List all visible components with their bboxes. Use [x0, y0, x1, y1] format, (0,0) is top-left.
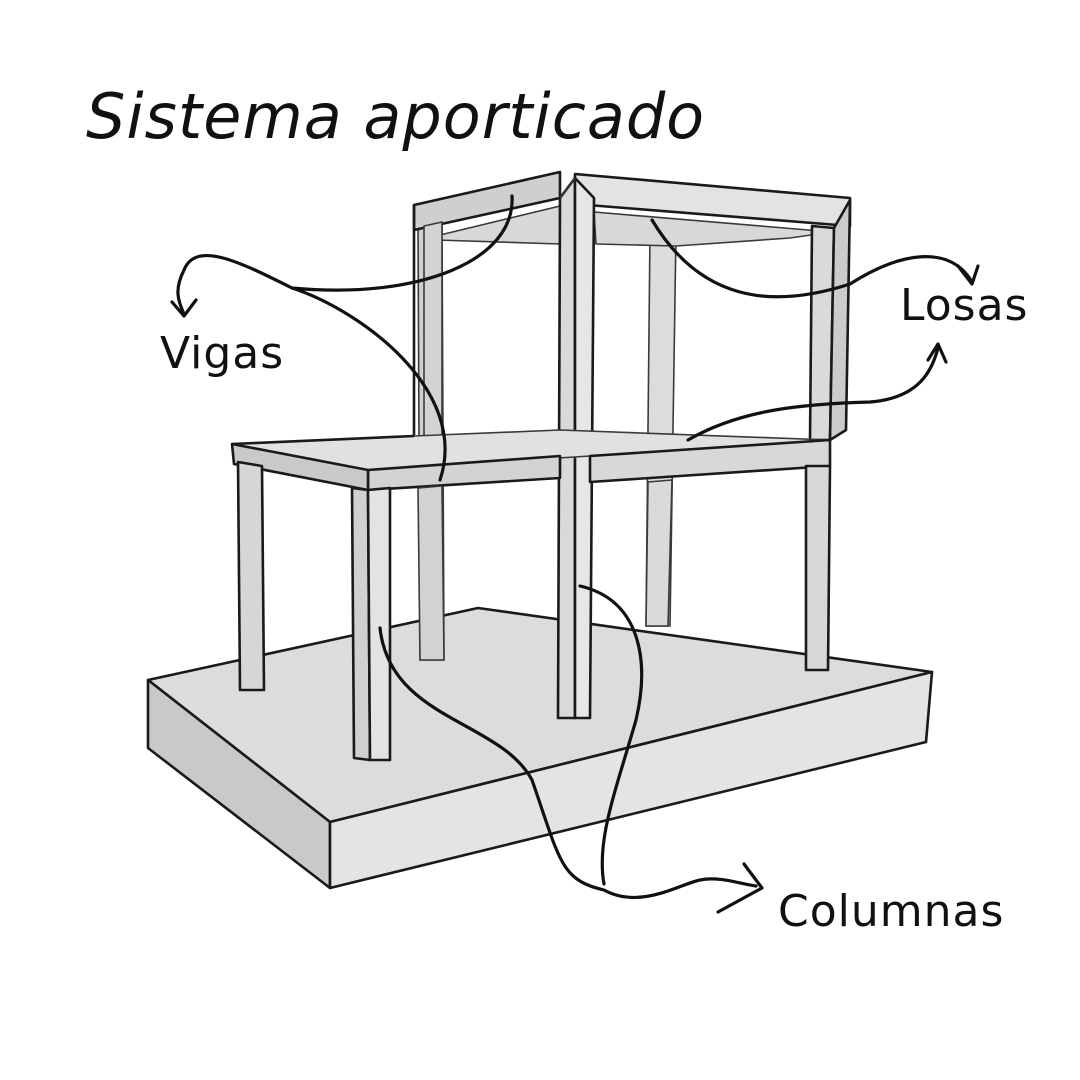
lower-columns	[236, 460, 832, 762]
diagram-title: Sistema aporticado	[86, 80, 705, 153]
losas-arrows	[650, 218, 980, 442]
label-columnas: Columnas	[778, 886, 1004, 937]
first-floor-slab	[230, 429, 832, 492]
vigas-arrows	[170, 194, 514, 482]
label-losas: Losas	[900, 280, 1028, 331]
label-vigas: Vigas	[160, 328, 284, 379]
columnas-arrows	[378, 584, 764, 914]
foundation-slab	[146, 606, 934, 890]
upper-roof-slab	[412, 170, 852, 440]
